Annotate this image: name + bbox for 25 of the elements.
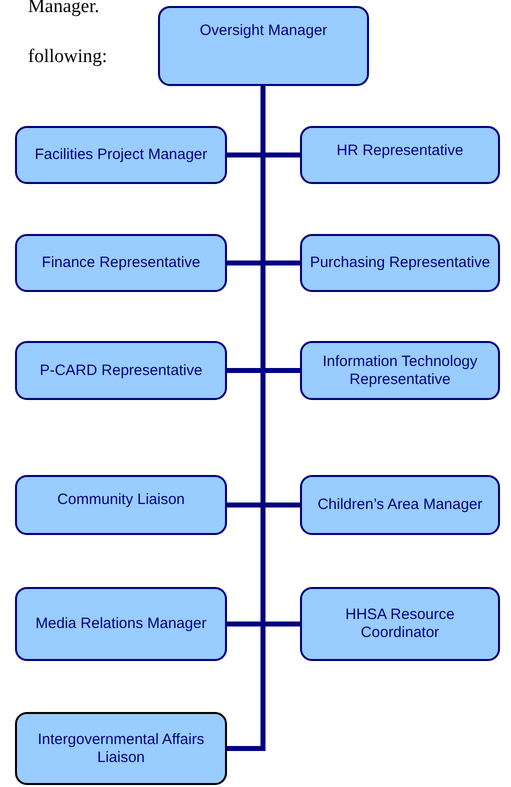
role-box — [15, 234, 227, 292]
role-box — [300, 587, 500, 661]
role-title: P-CARD Representative — [40, 362, 202, 380]
role-title: Facilities Project Manager — [34, 146, 208, 164]
role-box — [300, 475, 500, 535]
role-box — [15, 341, 227, 400]
role-title: HR Representative — [336, 142, 464, 160]
role-box — [15, 587, 227, 661]
role-box — [300, 341, 500, 400]
role-title: Purchasing Representative — [310, 254, 490, 272]
role-title: Information Technology Representative — [322, 352, 478, 388]
role-box — [15, 712, 227, 785]
role-title: Media Relations Manager — [36, 615, 206, 633]
role-title: Children’s Area Manager — [318, 496, 482, 514]
role-box — [300, 234, 500, 292]
role-box — [15, 475, 227, 535]
role-title: HHSA Resource Coordinator — [344, 606, 456, 642]
role-box — [158, 6, 369, 86]
role-title: Finance Representative — [42, 254, 200, 272]
role-title: Oversight Manager — [200, 22, 328, 40]
role-box — [300, 126, 500, 184]
page-text-fragment: following: — [28, 46, 108, 68]
role-box — [15, 126, 227, 184]
role-title: Intergovernmental Affairs Liaison — [36, 730, 206, 766]
role-title: Community Liaison — [57, 491, 185, 509]
